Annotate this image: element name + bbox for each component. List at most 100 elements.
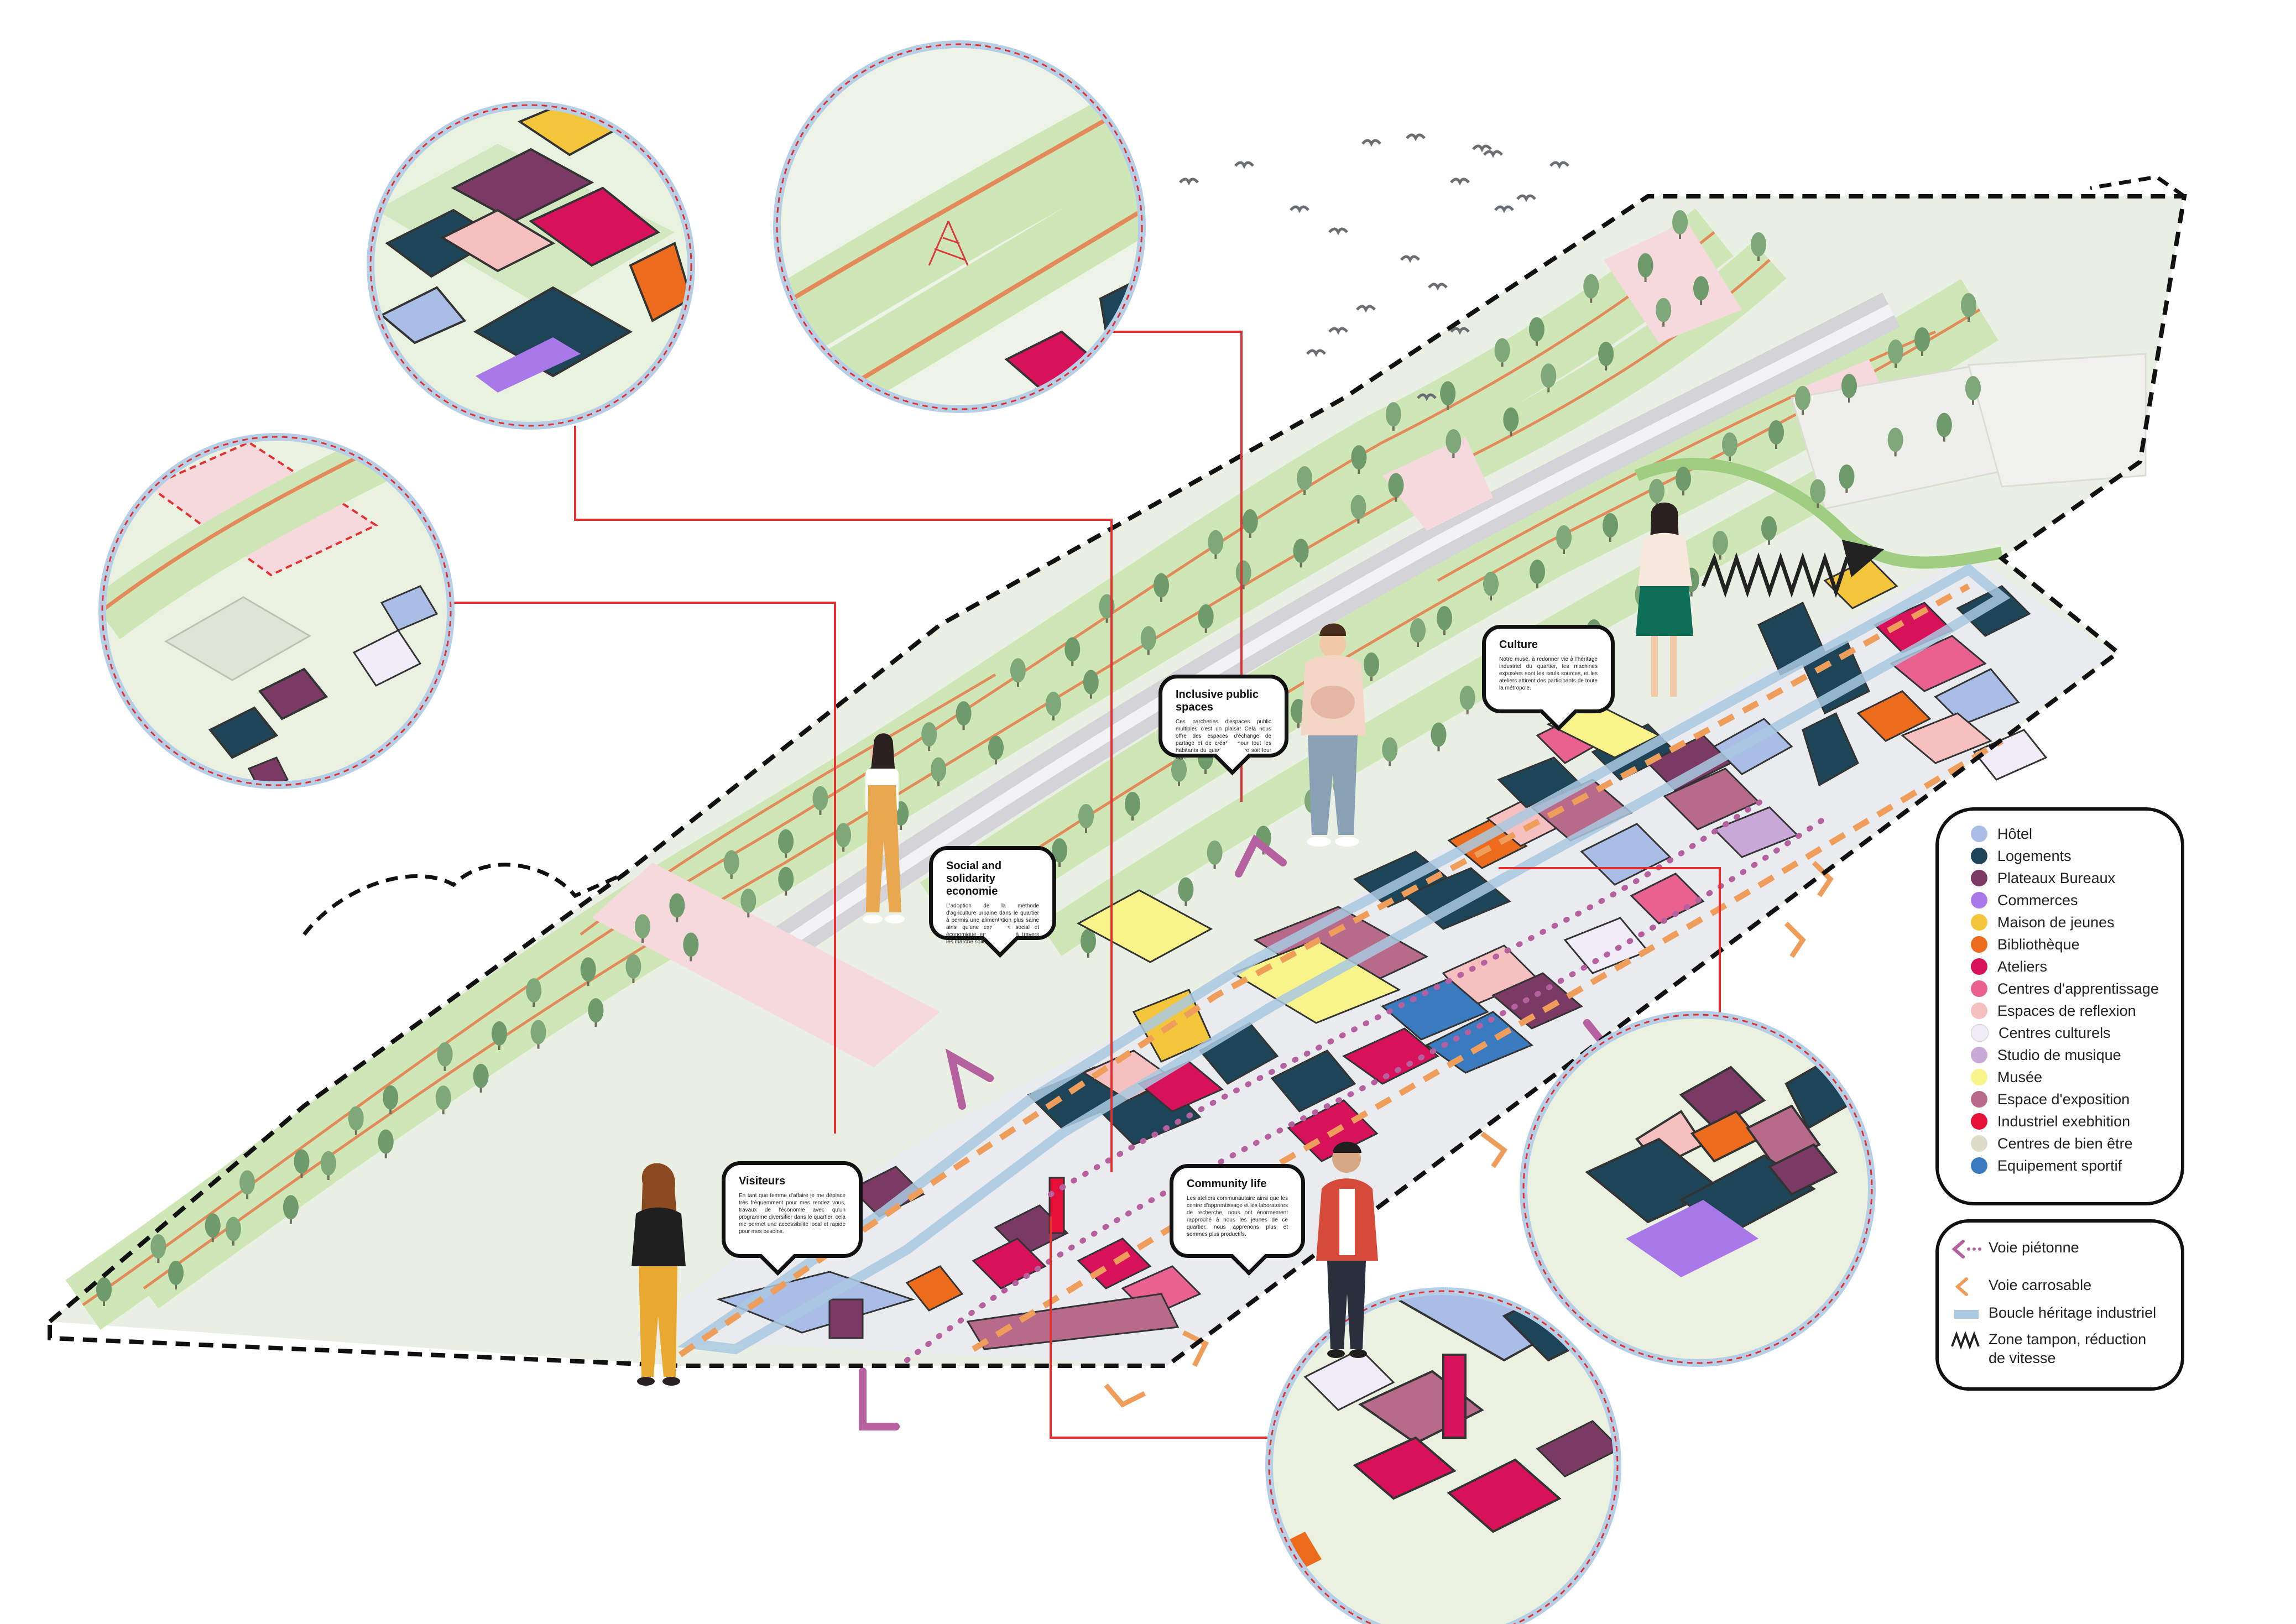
tree-icon bbox=[1207, 840, 1223, 865]
tree-icon bbox=[1382, 737, 1398, 762]
bubble-text: En tant que femme d'affaire je me déplac… bbox=[739, 1193, 846, 1235]
legend-swatch bbox=[1971, 870, 1987, 886]
tree-icon bbox=[225, 1216, 241, 1241]
birds bbox=[1179, 133, 1569, 401]
legend-swatch bbox=[1971, 826, 1987, 842]
legend-label: Maison de jeunes bbox=[1997, 913, 2115, 931]
tree-icon bbox=[168, 1261, 184, 1285]
tree-icon bbox=[1064, 637, 1081, 662]
tree-icon bbox=[683, 932, 699, 957]
bird-icon bbox=[1328, 227, 1348, 236]
legend-item: Espaces de reflexion bbox=[1971, 1000, 2136, 1022]
bubble-title: Culture bbox=[1499, 639, 1538, 651]
tree-icon bbox=[320, 1151, 336, 1176]
bird-icon bbox=[1234, 161, 1254, 169]
tree-icon bbox=[1961, 293, 1976, 317]
vehicle-route bbox=[678, 583, 2003, 1408]
railway bbox=[763, 292, 1901, 968]
tree-icon bbox=[205, 1213, 221, 1238]
trees bbox=[96, 210, 1981, 1306]
tree-icon bbox=[1649, 479, 1664, 503]
tree-icon bbox=[1351, 445, 1367, 470]
bird-icon bbox=[1290, 205, 1309, 213]
tree-icon bbox=[1810, 479, 1826, 504]
tree-icon bbox=[1440, 381, 1456, 406]
tree-icon bbox=[635, 914, 650, 939]
legend-route-label: Voie piétonne bbox=[1989, 1239, 2079, 1256]
tree-icon bbox=[283, 1195, 299, 1220]
zoom-circle-top-left bbox=[367, 101, 695, 430]
tree-icon bbox=[921, 722, 937, 747]
tree-icon bbox=[1171, 758, 1187, 782]
bird-icon bbox=[1472, 144, 1492, 153]
bubble-title: Inclusive public spaces bbox=[1176, 688, 1259, 713]
bird-icon bbox=[1306, 349, 1326, 357]
tree-icon bbox=[1446, 429, 1462, 454]
legend-swatch bbox=[1971, 1091, 1987, 1108]
legend-route-item: Voie piétonne bbox=[1950, 1238, 2079, 1260]
legend-item: Centres d'apprentissage bbox=[1971, 978, 2159, 1000]
legend-label: Equipement sportif bbox=[1997, 1157, 2122, 1174]
legend-label: Industriel exebhition bbox=[1997, 1113, 2131, 1130]
legend-item: Maison de jeunes bbox=[1971, 911, 2115, 933]
tree-icon bbox=[1888, 340, 1903, 364]
tree-icon bbox=[836, 823, 852, 848]
zoom-circle-top-middle bbox=[773, 40, 1146, 413]
legend-label: Studio de musique bbox=[1997, 1046, 2121, 1063]
bubble-visiteurs: Visiteurs En tant que femme d'affaire je… bbox=[722, 1161, 863, 1258]
tree-icon bbox=[1887, 427, 1903, 452]
bubble-title: Community life bbox=[1187, 1178, 1267, 1190]
site-boundary bbox=[48, 175, 2187, 1368]
legend-item: Espace d'exposition bbox=[1971, 1088, 2130, 1110]
tree-icon bbox=[1083, 670, 1099, 694]
bird-icon bbox=[1406, 133, 1426, 142]
tree-icon bbox=[1293, 539, 1309, 563]
tree-icon bbox=[1751, 232, 1766, 257]
legend-label: Commerces bbox=[1997, 891, 2078, 908]
legend-item: Commerces bbox=[1971, 889, 2078, 911]
bubble-text: Ces parcheries d'espaces public multiple… bbox=[1176, 719, 1271, 761]
tree-icon bbox=[1722, 432, 1737, 457]
tree-icon bbox=[1154, 573, 1169, 598]
legend-label: Centres culturels bbox=[1998, 1024, 2111, 1041]
tree-icon bbox=[1936, 412, 1952, 437]
tree-icon bbox=[378, 1129, 394, 1154]
legend-label: Espaces de reflexion bbox=[1997, 1002, 2136, 1019]
tree-icon bbox=[1603, 513, 1618, 537]
legend-item: Logements bbox=[1971, 845, 2071, 867]
legend-swatch bbox=[1971, 914, 1987, 931]
buffer-zone-zigzag bbox=[1701, 540, 1885, 598]
tree-icon bbox=[473, 1063, 489, 1088]
tree-icon bbox=[348, 1106, 364, 1131]
legend-swatch bbox=[1971, 892, 1987, 908]
tree-icon bbox=[1437, 606, 1452, 630]
person-hoodie bbox=[1301, 623, 1366, 847]
tree-icon bbox=[1795, 386, 1810, 410]
tree-icon bbox=[437, 1042, 453, 1067]
tree-icon bbox=[1965, 376, 1981, 400]
tree-icon bbox=[294, 1149, 310, 1174]
tree-icon bbox=[956, 701, 972, 726]
tree-icon bbox=[1242, 509, 1258, 534]
legend-label: Logements bbox=[1997, 847, 2071, 864]
bubble-community-life: Community life Les ateliers communautair… bbox=[1170, 1164, 1305, 1258]
tree-icon bbox=[1388, 473, 1404, 498]
legend-swatch bbox=[1971, 980, 1987, 997]
tree-icon bbox=[1914, 327, 1930, 352]
legend-swatch bbox=[1971, 1069, 1987, 1085]
legend-route-label-group: Zone tampon, réduction de vitesse bbox=[1989, 1330, 2146, 1367]
tree-icon bbox=[1235, 560, 1251, 585]
bird-icon bbox=[1361, 139, 1381, 147]
legend-label: Bibliothèque bbox=[1997, 936, 2080, 953]
legend-label: Centres de bien être bbox=[1997, 1135, 2133, 1152]
bubble-social-economie: Social and solidarity economie L'adoptio… bbox=[929, 846, 1056, 945]
legend-routes: Voie piétonne Voie carrosable Boucle hér… bbox=[1935, 1219, 2184, 1391]
tree-icon bbox=[1045, 691, 1061, 716]
legend-route-label: de vitesse bbox=[1989, 1350, 2056, 1366]
heritage-loop-icon bbox=[1954, 1310, 1979, 1319]
tree-icon bbox=[1208, 530, 1224, 555]
tree-icon bbox=[1198, 604, 1214, 629]
tree-icon bbox=[1385, 402, 1401, 427]
bird-icon bbox=[1428, 283, 1448, 291]
